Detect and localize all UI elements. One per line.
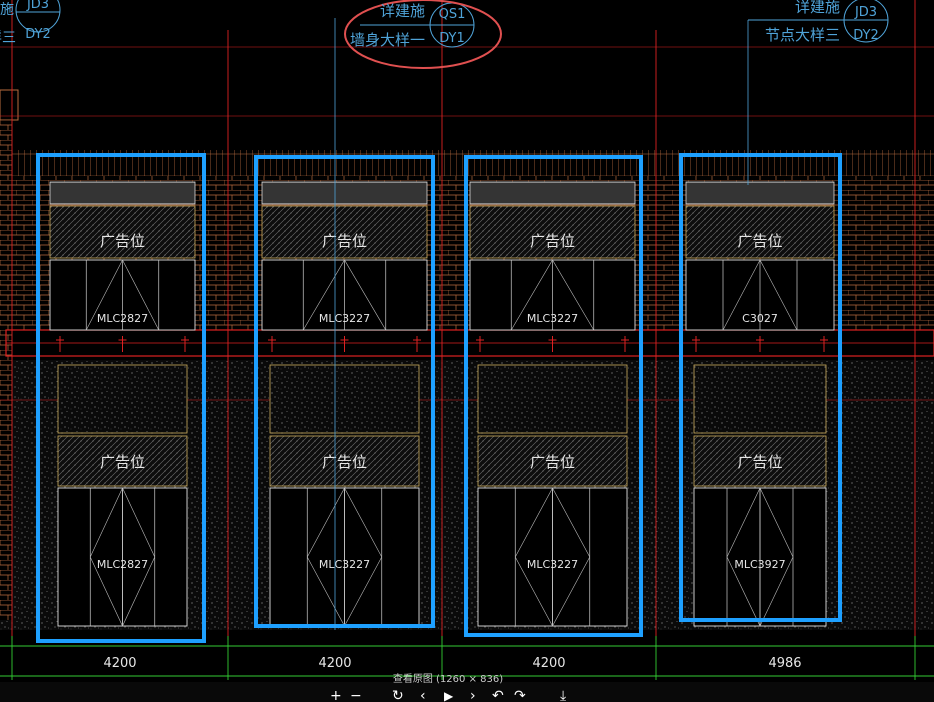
dimension-label: 4200 <box>318 656 351 671</box>
door-code: MLC3227 <box>319 558 370 571</box>
window-swing <box>722 259 798 331</box>
redo-icon[interactable]: ↷ <box>514 688 526 702</box>
rail-post <box>548 336 557 352</box>
download-icon[interactable]: ⤓ <box>560 688 566 702</box>
rail-post <box>621 336 629 352</box>
door-swing <box>514 487 591 627</box>
dimension-label: 4986 <box>768 656 801 671</box>
window-swing <box>302 259 387 331</box>
ad-label-upper: 广告位 <box>737 232 782 250</box>
next-icon[interactable]: › <box>470 688 476 702</box>
highlight-box <box>464 155 643 637</box>
ad-panel-lower <box>693 435 827 487</box>
left-ref-top: 施 <box>0 2 14 18</box>
callout-circle <box>344 0 502 69</box>
shutter-box <box>49 181 196 205</box>
rail-post <box>181 336 189 352</box>
rail-post <box>268 336 276 352</box>
rail-post <box>692 336 700 352</box>
sign-box <box>693 364 827 434</box>
sign-box <box>57 364 188 434</box>
undo-icon[interactable]: ↶ <box>492 688 504 702</box>
shutter-box <box>469 181 636 205</box>
viewer-toolbar <box>0 682 934 702</box>
rail-post <box>820 336 828 352</box>
parapet-left <box>0 89 19 121</box>
bay-3: 广告位 MLC3227 广告位 MLC3227 4200 <box>464 155 643 671</box>
zoom-in-icon[interactable]: + <box>330 688 342 702</box>
sign-box <box>477 364 628 434</box>
rail-post <box>118 336 127 352</box>
rail-post <box>756 336 764 352</box>
left-bubble-bottom: DY2 <box>25 27 51 42</box>
center-bubble-top: QS1 <box>439 7 466 22</box>
window-code: MLC3227 <box>527 312 578 325</box>
rail-post <box>476 336 484 352</box>
highlight-box <box>36 153 206 643</box>
door-code: MLC3927 <box>734 558 785 571</box>
ad-panel-lower <box>269 435 420 487</box>
window-code: MLC2827 <box>97 312 148 325</box>
left-ref-bottom: 节点大样三 <box>0 30 16 46</box>
highlight-box <box>254 155 435 628</box>
viewer-controls[interactable]: + − ↻ ‹ ▶ › ↶ ↷ ⤓ <box>330 688 566 702</box>
ad-label-lower: 广告位 <box>322 453 367 471</box>
bay-4: 广告位 C3027 广告位 MLC3927 4986 <box>679 153 842 671</box>
rotate-icon[interactable]: ↻ <box>392 688 404 702</box>
door-swing <box>306 487 383 627</box>
center-ref-bottom: 墙身大样一 <box>350 31 425 49</box>
rail-post <box>56 336 64 352</box>
window-code: MLC3227 <box>319 312 370 325</box>
prev-icon[interactable]: ‹ <box>420 688 426 702</box>
play-icon[interactable]: ▶ <box>444 689 454 702</box>
rail-post <box>413 336 421 352</box>
header-annotations <box>15 0 889 630</box>
ad-label-upper: 广告位 <box>322 232 367 250</box>
ad-panel-upper <box>469 205 636 259</box>
dimension-label: 4200 <box>103 656 136 671</box>
ad-label-upper: 广告位 <box>530 232 575 250</box>
door-swing <box>726 487 794 627</box>
ad-panel-upper <box>261 205 428 259</box>
highlight-box <box>679 153 842 622</box>
dimension-label: 4200 <box>532 656 565 671</box>
right-bubble-top: JD3 <box>854 5 877 20</box>
center-ref-top: 详建施 <box>380 2 425 20</box>
ad-label-upper: 广告位 <box>100 232 145 250</box>
dimension-line <box>0 636 934 680</box>
ad-label-lower: 广告位 <box>737 453 782 471</box>
window-code: C3027 <box>742 312 778 325</box>
door-code: MLC3227 <box>527 558 578 571</box>
ad-panel-upper <box>685 205 835 259</box>
right-ref-top: 详建施 <box>795 0 840 16</box>
right-bubble-bottom: DY2 <box>853 28 879 43</box>
bay-1: 广告位 MLC2827 广告位 MLC2827 4200 <box>36 153 206 671</box>
ad-label-lower: 广告位 <box>530 453 575 471</box>
window-swing <box>85 259 160 331</box>
pier-left <box>0 120 12 620</box>
window-swing <box>510 259 595 331</box>
door-code: MLC2827 <box>97 558 148 571</box>
right-ref-bottom: 节点大样三 <box>765 26 840 44</box>
rail-post <box>340 336 349 352</box>
ad-panel-lower <box>477 435 628 487</box>
ad-panel-lower <box>57 435 188 487</box>
shutter-box <box>261 181 428 205</box>
center-bubble-bottom: DY1 <box>439 31 465 46</box>
zoom-out-icon[interactable]: − <box>350 688 362 702</box>
shutter-box <box>685 181 835 205</box>
storefront-bays: 广告位 MLC2827 广告位 MLC2827 4200 广告位 MLC3227 广告位 MLC… <box>36 153 842 671</box>
bay-2: 广告位 MLC3227 广告位 MLC3227 4200 <box>254 155 435 671</box>
sign-box <box>269 364 420 434</box>
left-bubble-top: JD3 <box>26 0 49 12</box>
door-swing <box>89 487 156 627</box>
ad-panel-upper <box>49 205 196 259</box>
ad-label-lower: 广告位 <box>100 453 145 471</box>
viewer-caption: 查看原图 (1260 × 836) <box>393 672 503 685</box>
